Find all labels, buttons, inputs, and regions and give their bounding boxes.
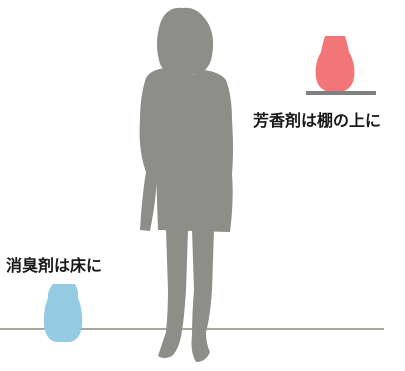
- shelf: [306, 91, 376, 95]
- air-freshener-bottle: [315, 36, 355, 91]
- woman-silhouette: [139, 7, 233, 362]
- deodorizer-bottle: [43, 284, 83, 342]
- air-freshener-label: 芳香剤は棚の上に: [253, 111, 382, 130]
- deodorizer-label: 消臭剤は床に: [6, 256, 103, 275]
